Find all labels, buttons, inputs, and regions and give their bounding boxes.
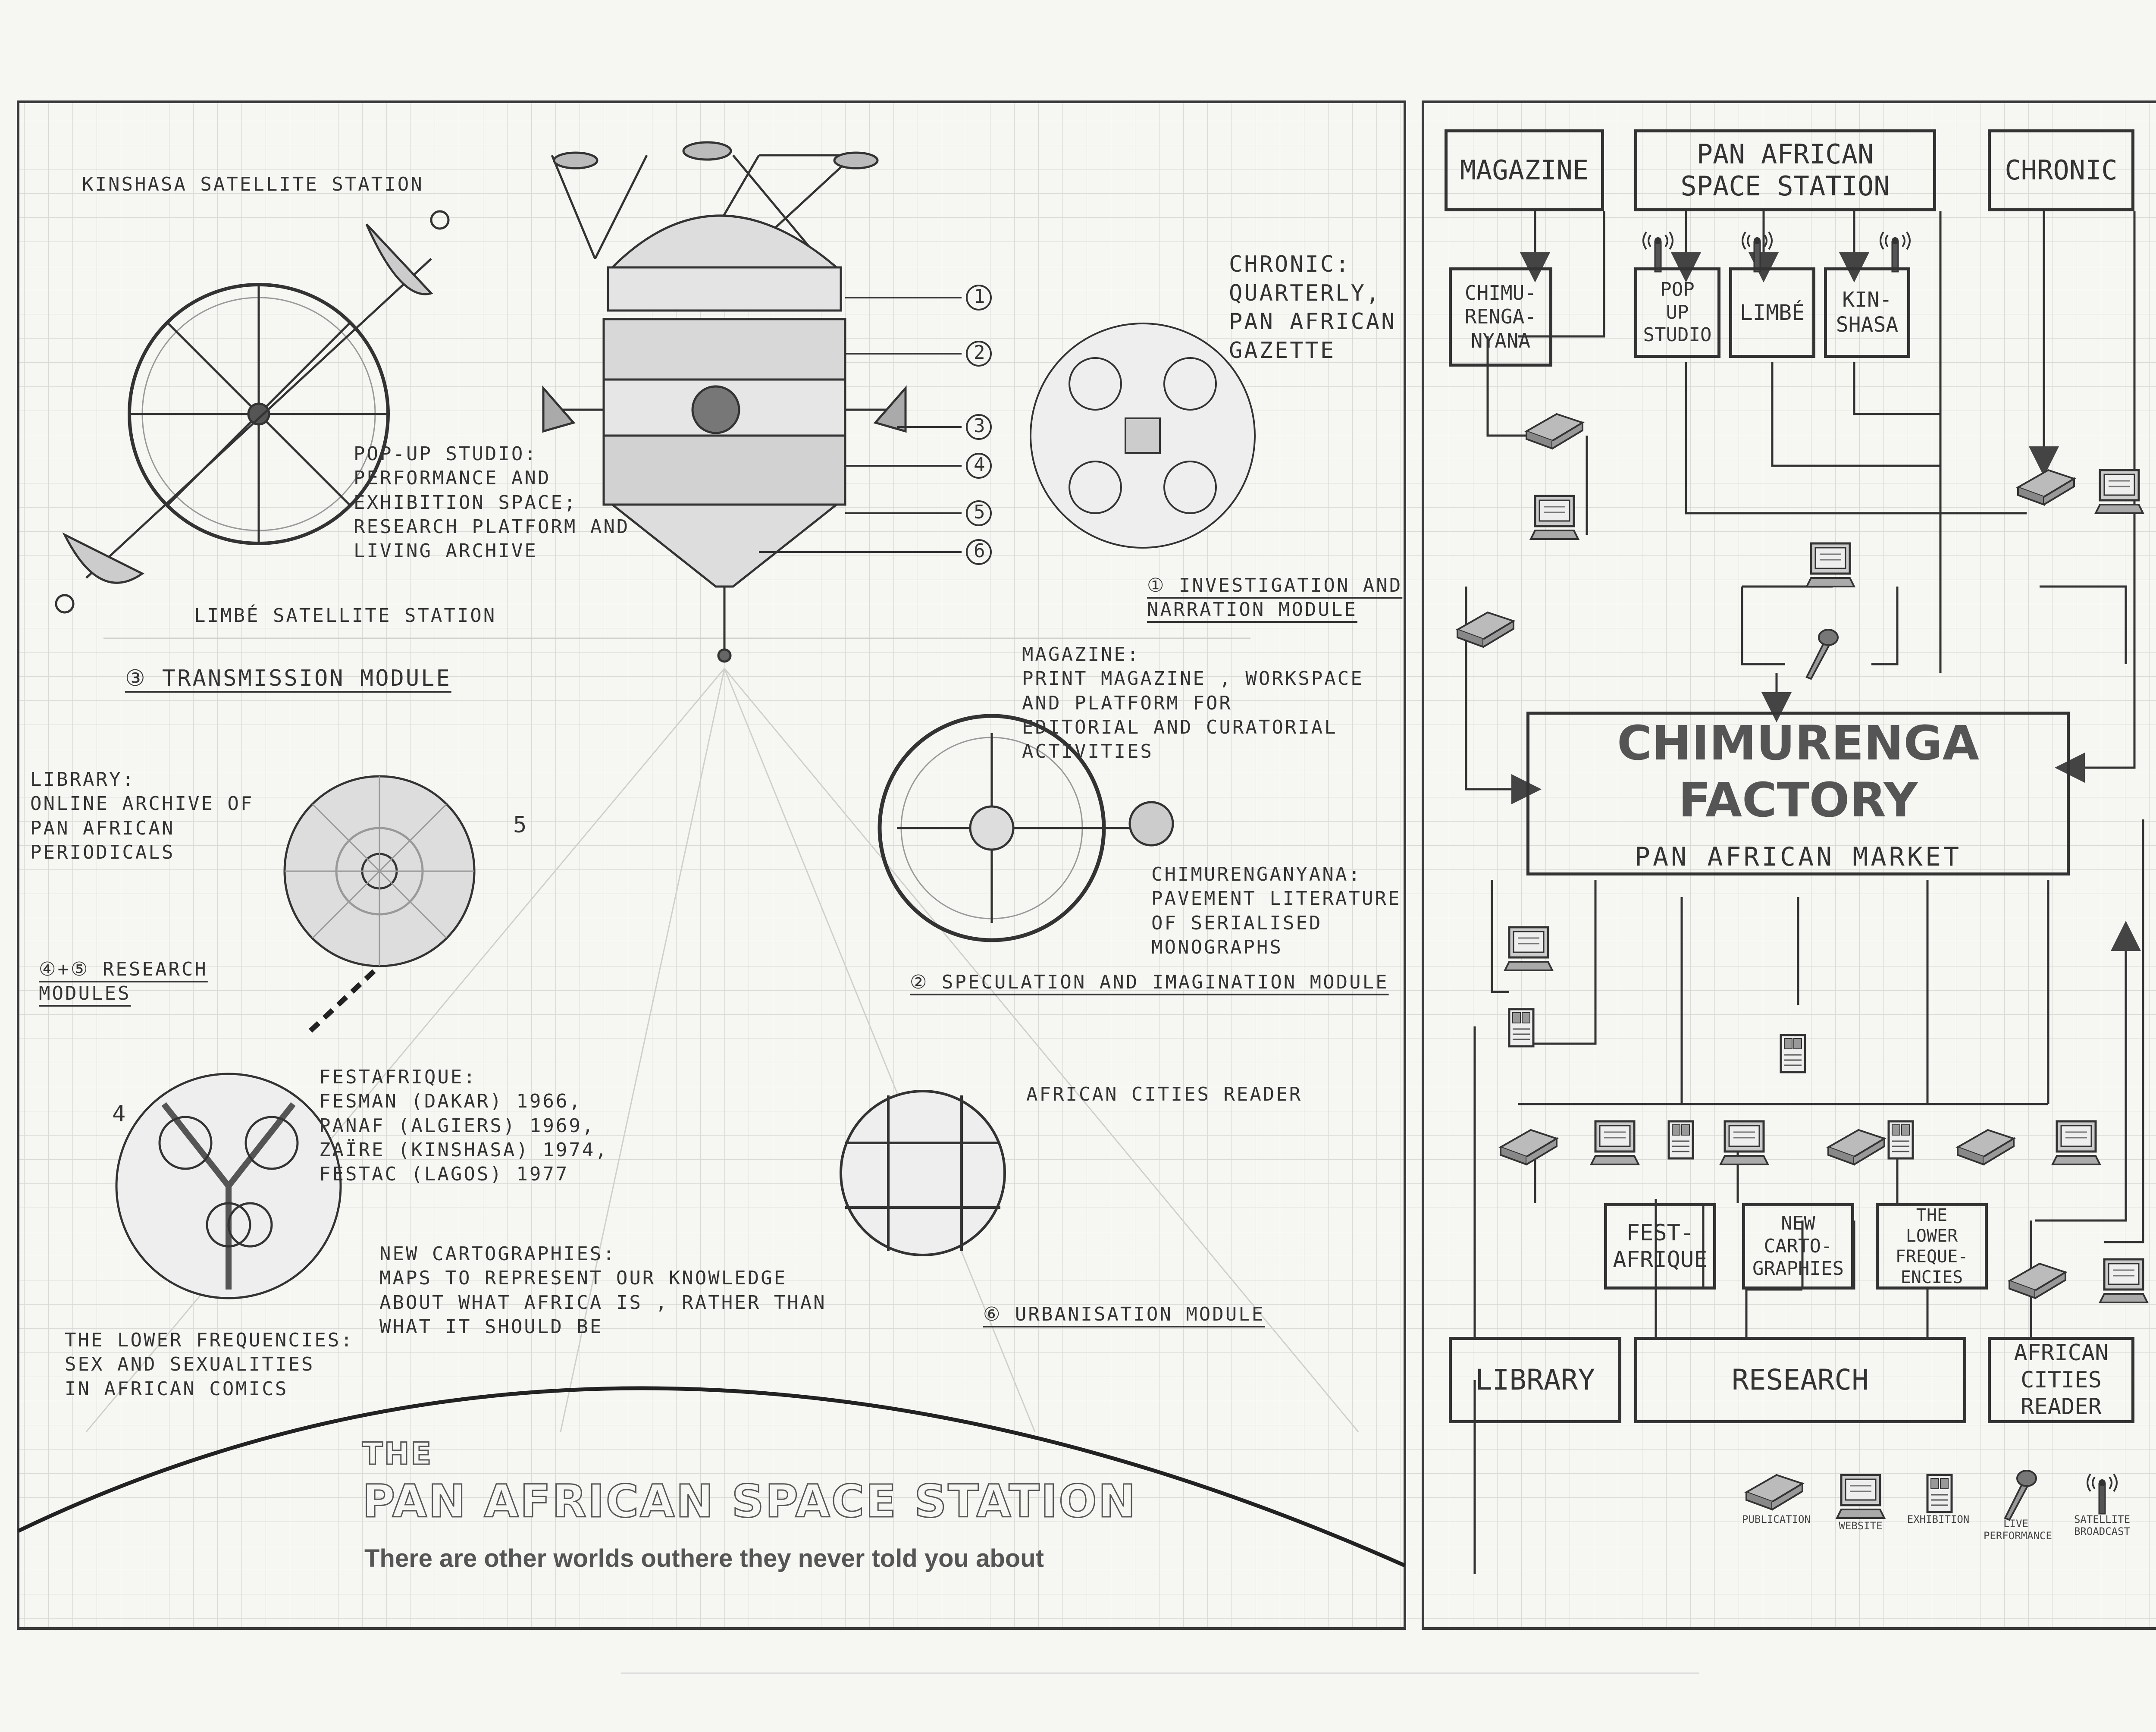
magazine-box: MAGAZINE [1445,129,1604,211]
legend-satellite-broadcast: SATELLITE BROADCAST [2074,1513,2131,1537]
urbanisation-module-label: ⑥ URBANISATION MODULE [983,1303,1265,1325]
popup-studio-label: POP-UP STUDIO: PERFORMANCE AND EXHIBITIO… [354,443,630,562]
transmission-wheel [55,210,450,614]
factory-title: CHIMURENGA FACTORY [1617,715,1979,828]
investigation-module-label: ① INVESTIGATION AND NARRATION MODULE [1147,574,1403,621]
station-number-2: 2 [974,342,987,364]
station-number-4: 4 [974,454,987,476]
speculation-module-label: ② SPECULATION AND IMAGINATION MODULE [910,971,1389,993]
space-station-drawing [542,141,907,663]
african-cities-reader-box: AFRICAN CITIES READER [1988,1337,2134,1423]
research-modules-label: ④+⑤ RESEARCH MODULES [39,958,208,1005]
station-number-6: 6 [974,540,987,562]
factory-subtitle: PAN AFRICAN MARKET [1634,842,1962,872]
library-label: LIBRARY: ONLINE ARCHIVE OF PAN AFRICAN P… [30,769,254,863]
lower-frequencies-label: THE LOWER FREQUENCIES: SEX AND SEXUALITI… [65,1329,354,1400]
kinshasa-box: KIN- SHASA [1824,267,1910,358]
legend-website: WEBSITE [1839,1520,1883,1532]
legend-exhibition: EXHIBITION [1907,1513,1970,1525]
library-box: LIBRARY [1449,1337,1621,1423]
chimurenganyana-label: CHIMURENGANYANA: PAVEMENT LITERATURE OF … [1151,863,1401,958]
festafrique-box: FEST- AFRIQUE [1604,1203,1716,1290]
station-number-1: 1 [974,286,987,307]
title-the: THE [361,1436,433,1472]
station-number-5: 5 [974,501,987,523]
title-main: PAN AFRICAN SPACE STATION [362,1475,1137,1528]
limbe-station-label: LIMBÉ SATELLITE STATION [194,605,497,627]
research-box: RESEARCH [1634,1337,1966,1423]
module-number-4: 4 [112,1101,128,1127]
lower-frequencies-box: THE LOWER FREQUE- ENCIES [1876,1203,1988,1290]
popup-studio-box: POP UP STUDIO [1634,267,1720,358]
chronic-label: CHRONIC: QUARTERLY, PAN AFRICAN GAZETTE [1229,251,1397,364]
chimurenganyana-box: CHIMU- RENGA- NYANA [1449,267,1552,367]
limbe-box: LIMBÉ [1729,267,1815,358]
new-cartographies-label: NEW CARTOGRAPHIES: MAPS TO REPRESENT OUR… [379,1243,827,1338]
chronic-box: CHRONIC [1988,129,2134,211]
module-number-5: 5 [513,812,529,838]
magazine-label: MAGAZINE: PRINT MAGAZINE , WORKSPACE AND… [1022,643,1364,763]
legend-publication: PUBLICATION [1742,1513,1811,1525]
legend-live-performance: LIVE PERFORMANCE [1984,1518,2052,1542]
station-number-3: 3 [974,415,987,437]
festafrique-label: FESTAFRIQUE: FESMAN (DAKAR) 1966, PANAF … [319,1066,608,1186]
new-cartographies-box: NEW CARTO- GRAPHIES [1742,1203,1854,1290]
chimurenga-factory-box: CHIMURENGA FACTORY PAN AFRICAN MARKET [1526,712,2070,875]
tagline: There are other worlds outhere they neve… [364,1544,1044,1572]
space-station-box: PAN AFRICAN SPACE STATION [1634,129,1936,211]
transmission-module-label: ③ TRANSMISSION MODULE [125,665,451,691]
african-cities-reader-label: AFRICAN CITIES READER [1026,1083,1303,1105]
kinshasa-station-label: KINSHASA SATELLITE STATION [82,173,424,195]
